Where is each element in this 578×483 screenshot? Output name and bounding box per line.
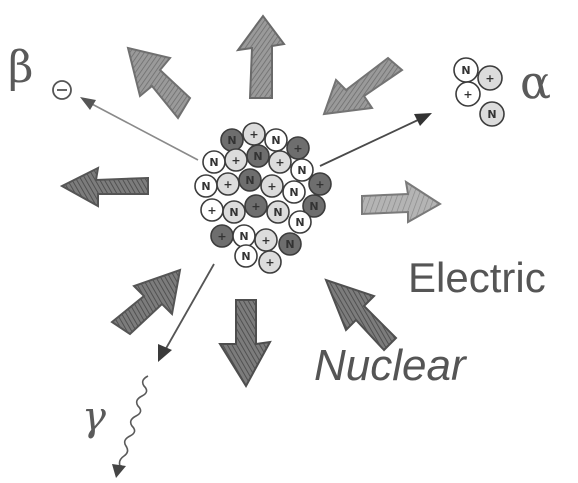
nucleon-label: + [251,200,260,213]
nucleon-label: + [275,156,284,169]
nucleon-label: N [273,206,282,219]
nucleon-label: N [253,150,262,163]
electric-label: Electric [408,254,546,301]
nucleon-label: N [241,250,250,263]
alpha-particle: N + + N [454,58,504,126]
nucleon-label: + [231,154,240,167]
nucleon-label: + [315,178,324,191]
alpha-ray-line [320,120,418,166]
gamma-wave-arrowhead [112,464,126,478]
beta-arrowhead [80,97,96,110]
nucleon-label: + [223,178,232,191]
beta-label: β [8,42,33,93]
nucleon-label: N [227,134,236,147]
nucleon-label: + [261,234,270,247]
nucleon-label: N [297,164,306,177]
force-arrow-down [220,300,270,386]
force-arrow-right [362,182,440,222]
nucleon-label: + [217,230,226,243]
nucleon-label: N [285,238,294,251]
nucleon-label: N [271,134,280,147]
nucleon-label: N [209,156,218,169]
force-arrow-left [62,168,148,206]
nucleon-label: N [245,174,254,187]
nuclear-label: Nuclear [314,341,468,390]
nucleon-label: + [485,72,494,85]
force-arrow-up [238,16,284,98]
nucleon-label: N [289,186,298,199]
force-arrow-up-right [112,270,180,334]
force-arrow-up-left [128,48,190,118]
nucleon-label: N [229,206,238,219]
force-arrow-down-left [324,58,402,114]
nucleon-label: + [267,180,276,193]
alpha-label: α [520,55,551,109]
nucleon-label: + [463,88,472,101]
nucleon-label: + [249,128,258,141]
nucleon-label: N [309,200,318,213]
gamma-label: γ [82,394,106,440]
nucleon-label: N [295,216,304,229]
nucleon-label: + [207,204,216,217]
nucleon-label: N [239,230,248,243]
nucleon-label: + [265,256,274,269]
nucleon-label: N [201,180,210,193]
nucleon-label: N [487,108,496,121]
alpha-arrowhead [414,113,432,126]
nucleon-label: N [461,64,470,77]
nucleon-label: + [293,142,302,155]
nucleus: N+N+N+N+N+N+N+NN+N+NN+N+N+N [195,123,331,273]
gamma-arrowhead [158,344,172,362]
gamma-wave [120,376,149,466]
force-arrow-inward-up-left [326,280,396,350]
